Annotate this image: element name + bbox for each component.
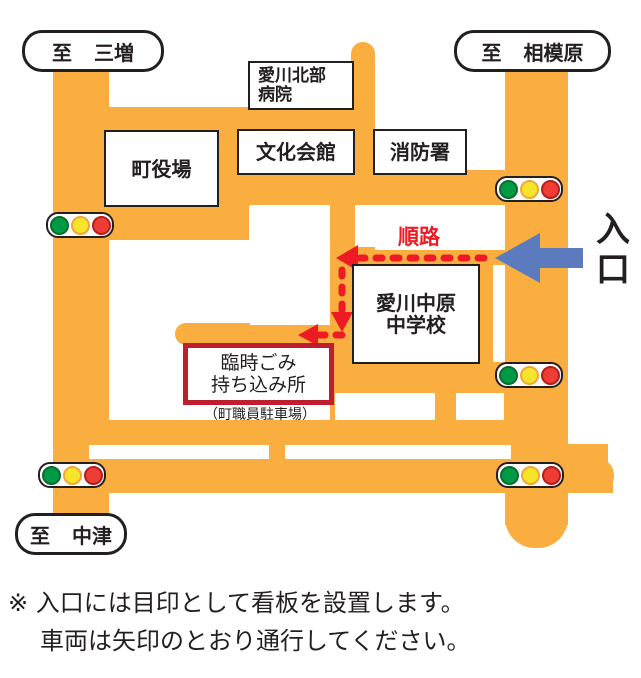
direction-sign-nakatsu: 至 中津 <box>15 513 127 555</box>
direction-place: 相模原 <box>523 40 584 65</box>
building-school: 愛川中原 中学校 <box>352 264 480 364</box>
direction-sign-sagamihara: 至 相模原 <box>454 30 611 72</box>
entrance-label-line1: 入 <box>596 210 630 250</box>
yellow-light-icon <box>520 465 540 485</box>
building-town-hall: 町役場 <box>104 130 219 207</box>
entrance-label-line2: 口 <box>596 250 630 290</box>
drop-off-title-line1: 臨時ごみ <box>220 352 297 374</box>
red-light-icon <box>540 365 560 385</box>
direction-prefix: 至 <box>481 40 502 65</box>
green-light-icon <box>41 465 61 485</box>
building-hospital: 愛川北部 病院 <box>248 61 354 110</box>
entrance-label: 入 口 <box>590 205 636 295</box>
traffic-light-upper-left <box>46 212 114 238</box>
route-path <box>314 254 488 339</box>
green-light-icon <box>49 215 69 235</box>
red-light-icon <box>541 465 561 485</box>
direction-prefix: 至 <box>30 523 50 548</box>
notice-line1: ※ 入口には目印として看板を設置します。 <box>8 589 465 617</box>
route-label: 順路 <box>398 225 440 249</box>
yellow-light-icon <box>70 215 90 235</box>
direction-prefix: 至 <box>52 40 72 65</box>
drop-off-subtitle: （町職員駐車場） <box>204 407 316 423</box>
traffic-light-upper-right <box>495 176 563 202</box>
drop-off-site: 臨時ごみ 持ち込み所 <box>183 343 334 405</box>
yellow-light-icon <box>519 179 539 199</box>
red-light-icon <box>91 215 111 235</box>
building-fire-station: 消防署 <box>373 129 467 175</box>
yellow-light-icon <box>519 365 539 385</box>
direction-place: 三増 <box>94 40 134 65</box>
traffic-light-lower-left <box>38 462 106 488</box>
traffic-light-lower-right <box>496 462 564 488</box>
direction-sign-sanmasu: 至 三増 <box>22 30 164 72</box>
traffic-light-middle-right <box>495 362 563 388</box>
entrance-arrow <box>495 233 583 283</box>
green-light-icon <box>498 365 518 385</box>
direction-place: 中津 <box>72 523 112 548</box>
red-light-icon <box>83 465 103 485</box>
yellow-light-icon <box>62 465 82 485</box>
green-light-icon <box>498 179 518 199</box>
green-light-icon <box>499 465 519 485</box>
building-culture-hall: 文化会館 <box>237 129 355 175</box>
red-light-icon <box>540 179 560 199</box>
drop-off-title-line2: 持ち込み所 <box>210 374 306 396</box>
notice-line2: 車両は矢印のとおり通行してください。 <box>40 627 471 655</box>
